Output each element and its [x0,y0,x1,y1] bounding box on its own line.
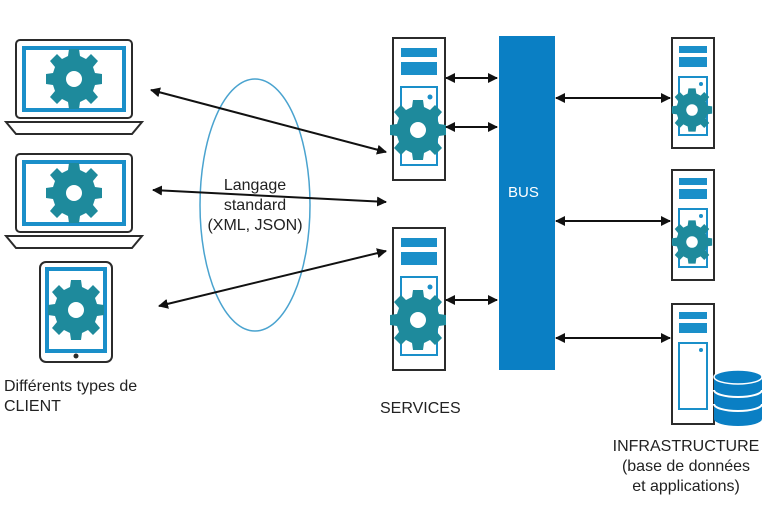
arrow-client1-service [150,87,387,155]
gear-icon [671,88,713,132]
arrow-client2-service [152,185,387,207]
gear-icon [48,280,104,340]
service-server-1 [390,37,446,181]
infrastructure-label-line1: INFRASTRUCTURE [612,438,760,455]
client-tablet [39,261,113,363]
database-icon [713,369,763,426]
infrastructure-label: INFRASTRUCTURE (base de données et appli… [606,437,766,497]
clients-label-line1: Différents types de [4,378,138,395]
protocol-label: Langage standard (XML, JSON) [190,176,320,236]
infrastructure-label-line2: (base de données [621,458,751,475]
gear-icon [46,49,102,109]
clients-label-line2: CLIENT [4,398,61,415]
infra-server-3 [671,303,715,425]
gear-icon [390,290,446,350]
gear-icon [671,220,713,264]
clients-label: Différents types de CLIENT [4,377,137,417]
services-label: SERVICES [380,400,461,417]
arrow-client3-service [158,248,387,309]
infra-server-1 [671,37,715,149]
protocol-label-line1: Langage [223,177,287,194]
client-laptop-1 [3,39,145,135]
bus-label: BUS [508,184,539,201]
infrastructure-label-line3: et applications) [632,478,740,495]
bus-bar [499,36,555,370]
service-server-2 [390,227,446,371]
client-laptop-2 [3,153,145,249]
protocol-label-line2: standard [223,197,287,214]
gear-icon [390,100,446,160]
protocol-label-line3: (XML, JSON) [207,217,303,234]
infra-server-2 [671,169,715,281]
gear-icon [46,163,102,223]
